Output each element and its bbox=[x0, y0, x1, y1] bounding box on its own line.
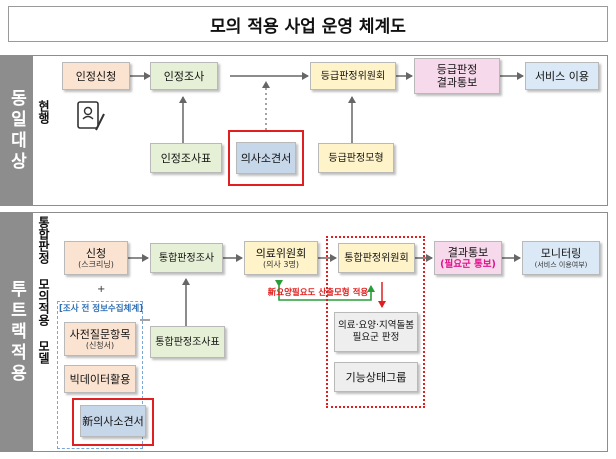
pilot-monitoring-sub: (서비스 이용여부) bbox=[534, 260, 588, 269]
bigdata-label: 빅데이터활용 bbox=[69, 372, 131, 386]
current-row-label: 현행 bbox=[35, 100, 51, 128]
pilot-medical-committee-sub: (의사 3명) bbox=[263, 259, 299, 269]
current-apply-label: 인정신청 bbox=[75, 69, 117, 83]
pilot-monitoring-box: 모니터링 (서비스 이용여부) bbox=[522, 241, 600, 275]
pilot-integrated-committee-label: 통합판정위원회 bbox=[344, 252, 409, 264]
section-label-two-track-text: 투트랙적용 bbox=[6, 279, 27, 385]
pilot-apply-label: 신청 bbox=[85, 246, 107, 260]
new-doctor-opinion-highlight bbox=[72, 398, 154, 446]
section-label-two-track: 투트랙적용 bbox=[0, 212, 32, 452]
current-grade-model-box: 등급판정모형 bbox=[318, 143, 394, 173]
prior-questionnaire-box: 사전질문항목 (신청서) bbox=[64, 322, 136, 356]
pilot-notify-box: 결과통보 (필요군 통보) bbox=[434, 241, 502, 275]
pilot-row-label-text: 통합판정 모의적용 모델 bbox=[36, 216, 51, 364]
integrated-survey-sheet-label: 통합판정조사표 bbox=[155, 336, 220, 348]
prior-questionnaire-label: 사전질문항목 bbox=[69, 327, 131, 341]
pilot-apply-sub: (스크리닝) bbox=[78, 259, 114, 269]
pre-info-group bbox=[57, 301, 143, 449]
pilot-medical-committee-label: 의료위원회 bbox=[255, 246, 307, 260]
pilot-row-label: 통합판정 모의적용 모델 bbox=[35, 216, 51, 448]
current-notify-line2: 결과통보 bbox=[436, 76, 478, 89]
current-notify-line1: 등급판정 bbox=[436, 63, 478, 76]
prior-questionnaire-sub: (신청서) bbox=[85, 340, 115, 350]
section-label-same-target-text: 동일대상 bbox=[6, 88, 27, 173]
current-survey-sheet-label: 인정조사표 bbox=[160, 151, 212, 165]
care-group-box: 의료·요양·지역돌봄 필요군 판정 bbox=[334, 312, 418, 352]
current-survey-box: 인정조사 bbox=[150, 62, 218, 90]
feedback-note: 新요양필요도 산출모형 적용 bbox=[258, 286, 378, 298]
page-title: 모의 적용 사업 운영 체계도 bbox=[8, 6, 608, 42]
current-notify-box: 등급판정 결과통보 bbox=[414, 58, 500, 94]
function-group-label: 기능상태그룹 bbox=[345, 370, 407, 384]
current-service-box: 서비스 이용 bbox=[525, 62, 599, 90]
current-survey-sheet-box: 인정조사표 bbox=[150, 143, 222, 173]
current-apply-box: 인정신청 bbox=[62, 62, 130, 90]
current-row-label-text: 현행 bbox=[36, 100, 51, 124]
care-group-label: 의료·요양·지역돌봄 필요군 판정 bbox=[338, 320, 414, 343]
bigdata-box: 빅데이터활용 bbox=[64, 365, 136, 393]
pilot-apply-box: 신청 (스크리닝) bbox=[64, 241, 128, 275]
pilot-notify-label: 결과통보 bbox=[447, 246, 489, 259]
pre-info-title: [조사 전 정보수집체계] bbox=[59, 304, 144, 314]
current-survey-label: 인정조사 bbox=[163, 69, 205, 83]
document-icon bbox=[76, 100, 106, 134]
new-doctor-opinion-box: 新의사소견서 bbox=[80, 405, 146, 437]
current-committee-box: 등급판정위원회 bbox=[310, 62, 396, 90]
pilot-integrated-survey-label: 통합판정조사 bbox=[158, 252, 215, 264]
pilot-integrated-survey-box: 통합판정조사 bbox=[150, 243, 223, 273]
pilot-monitoring-label: 모니터링 bbox=[540, 246, 582, 260]
document-icon-svg bbox=[77, 101, 105, 131]
current-doctor-opinion-highlight bbox=[228, 130, 304, 186]
current-doctor-opinion-label: 의사소견서 bbox=[240, 151, 292, 165]
pilot-medical-committee-box: 의료위원회 (의사 3명) bbox=[244, 241, 318, 275]
section-label-same-target: 동일대상 bbox=[0, 55, 32, 206]
feedback-note-text: 新요양필요도 산출모형 적용 bbox=[267, 288, 369, 298]
pilot-integrated-committee-box: 통합판정위원회 bbox=[338, 243, 415, 273]
current-grade-model-label: 등급판정모형 bbox=[328, 152, 384, 164]
integrated-survey-sheet-box: 통합판정조사표 bbox=[150, 326, 225, 358]
plus-sign: + bbox=[97, 284, 105, 295]
feedback-arrow bbox=[275, 280, 375, 301]
current-service-label: 서비스 이용 bbox=[534, 69, 590, 83]
pilot-notify-sub: (필요군 통보) bbox=[440, 259, 496, 270]
function-group-box: 기능상태그룹 bbox=[334, 362, 418, 392]
current-committee-label: 등급판정위원회 bbox=[320, 70, 386, 82]
integrated-committee-group bbox=[326, 236, 425, 408]
current-doctor-opinion-box: 의사소견서 bbox=[236, 142, 296, 174]
new-doctor-opinion-label: 新의사소견서 bbox=[82, 414, 144, 428]
